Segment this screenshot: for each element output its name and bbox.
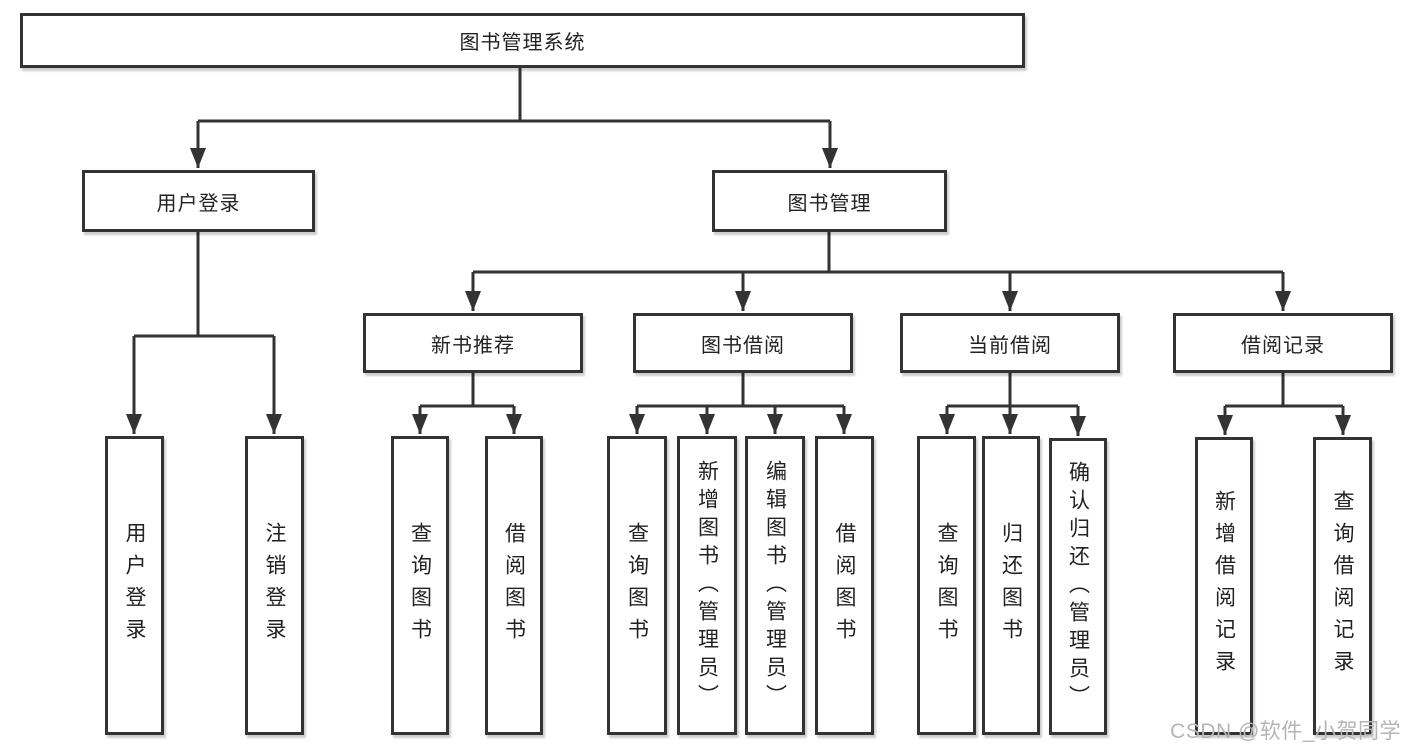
leaf-current-confirm-return-admin: 确认归还（管理员）: [1049, 438, 1107, 735]
leaf-current-return-books: 归还图书: [982, 436, 1040, 735]
leaf-label: 查询图书: [408, 521, 432, 650]
node-new-book-recommendation: 新书推荐: [363, 313, 583, 373]
leaf-label: 借阅图书: [502, 521, 526, 650]
node-label: 新书推荐: [431, 334, 515, 357]
node-user-login: 用户登录: [82, 170, 315, 232]
node-label: 借阅记录: [1241, 334, 1325, 357]
leaf-label: 新增借阅记录: [1212, 490, 1236, 682]
leaf-records-query-borrow-record: 查询借阅记录: [1313, 437, 1372, 735]
node-label: 用户登录: [156, 192, 241, 215]
leaf-label: 查询图书: [625, 521, 649, 650]
leaf-recommend-query-books: 查询图书: [391, 436, 449, 735]
node-borrowing-records: 借阅记录: [1173, 313, 1393, 373]
leaf-borrow-add-books-admin: 新增图书（管理员）: [677, 436, 737, 735]
leaf-label: 查询图书: [935, 521, 958, 650]
leaf-borrow-edit-books-admin: 编辑图书（管理员）: [745, 436, 805, 735]
csdn-watermark: CSDN @软件_小贺同学: [1170, 720, 1401, 743]
node-label: 图书管理系统: [459, 32, 586, 54]
leaf-current-query-books: 查询图书: [917, 436, 976, 735]
leaf-label: 归还图书: [999, 521, 1023, 650]
leaf-records-add-borrow-record: 新增借阅记录: [1195, 437, 1253, 735]
leaf-label: 编辑图书（管理员）: [763, 459, 787, 712]
leaf-label: 用户登录: [123, 521, 146, 650]
leaf-logout: 注销登录: [245, 436, 304, 735]
leaf-label: 注销登录: [263, 521, 286, 650]
node-label: 当前借阅: [968, 334, 1052, 357]
leaf-label: 借阅图书: [833, 521, 856, 650]
leaf-borrow-borrow-books: 借阅图书: [815, 436, 874, 735]
node-current-borrowing: 当前借阅: [900, 313, 1120, 373]
node-book-management: 图书管理: [712, 170, 947, 232]
node-label: 图书借阅: [701, 334, 785, 357]
node-label: 图书管理: [787, 192, 872, 215]
node-book-borrowing: 图书借阅: [633, 313, 853, 373]
node-root-library-management-system: 图书管理系统: [20, 13, 1025, 68]
leaf-user-login: 用户登录: [105, 436, 164, 735]
leaf-recommend-borrow-books: 借阅图书: [485, 436, 543, 735]
leaf-label: 确认归还（管理员）: [1066, 460, 1090, 713]
leaf-label: 查询借阅记录: [1331, 490, 1354, 682]
leaf-borrow-query-books: 查询图书: [607, 436, 667, 735]
leaf-label: 新增图书（管理员）: [695, 459, 719, 712]
